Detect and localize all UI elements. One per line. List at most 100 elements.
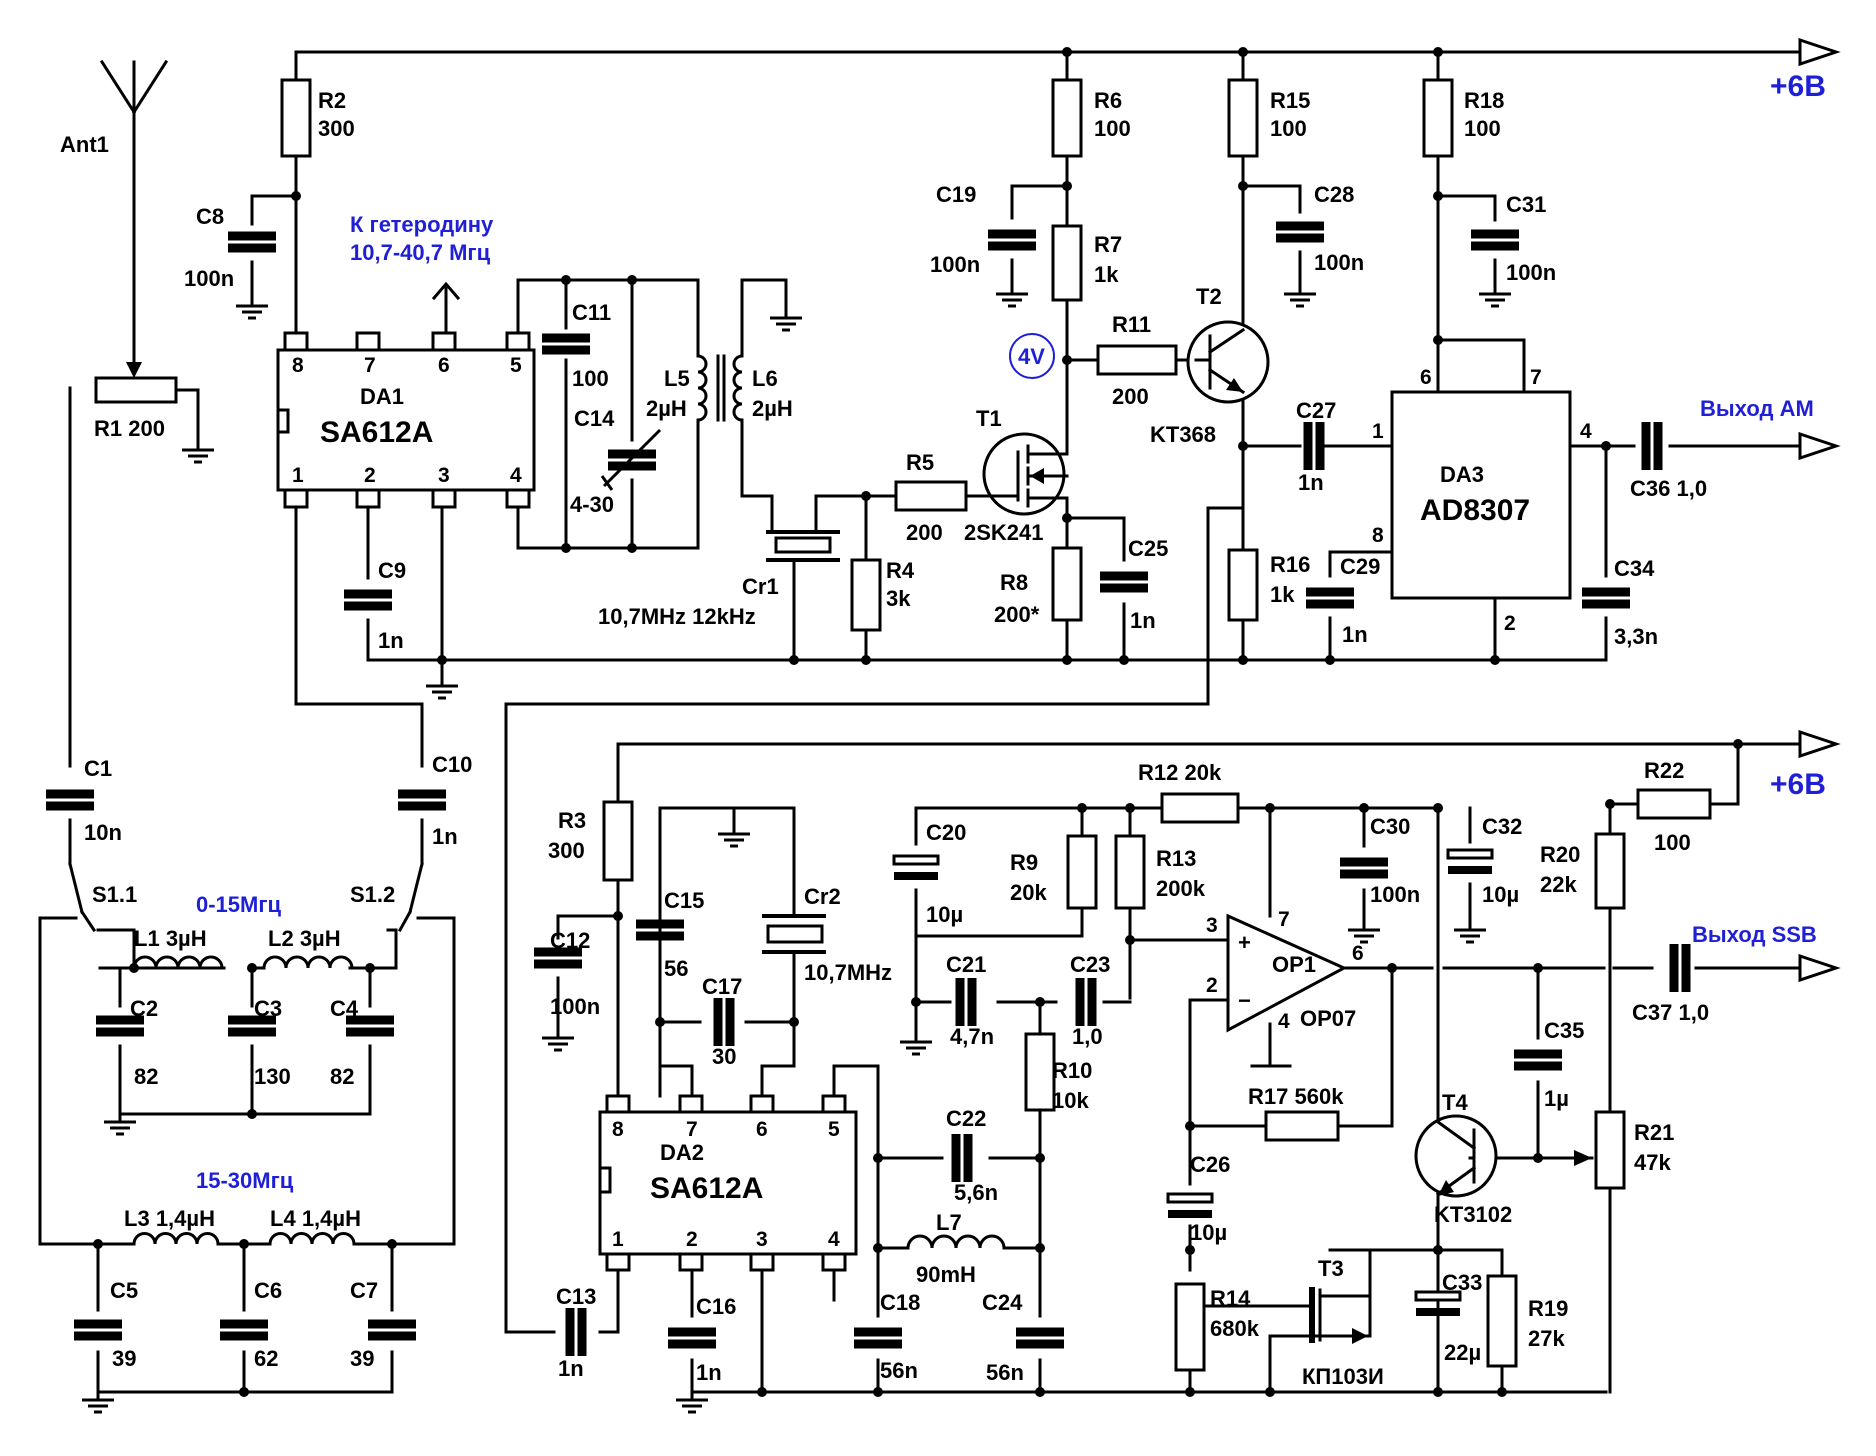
- r20-value: 22k: [1540, 872, 1577, 897]
- output-arrows: [431, 37, 1841, 983]
- c3-ref: C3: [254, 996, 282, 1021]
- c26-value: 10µ: [1190, 1220, 1227, 1245]
- l5-value: 2µH: [646, 396, 687, 421]
- t2-arrow: [1226, 378, 1243, 392]
- c5-value: 39: [112, 1346, 136, 1371]
- c1-value: 10n: [84, 820, 122, 845]
- c37-label: C37 1,0: [1632, 1000, 1709, 1025]
- c11-ref: C11: [572, 300, 611, 325]
- da2-pin: 5: [828, 1118, 840, 1141]
- c15-value: 56: [664, 956, 688, 981]
- t4-arrow: [1438, 1180, 1454, 1196]
- c13-value: 1n: [558, 1356, 584, 1381]
- c16-value: 1n: [696, 1360, 722, 1385]
- cr2-ref: Cr2: [804, 884, 841, 909]
- c17-ref: C17: [702, 974, 742, 999]
- r21-wiper: [1574, 1150, 1592, 1166]
- da1-pin: 8: [292, 354, 304, 377]
- da2-pin: 8: [612, 1118, 624, 1141]
- c11-value: 100: [572, 366, 609, 391]
- op1-pin: 2: [1206, 974, 1218, 997]
- da3-pin: 4: [1580, 420, 1592, 443]
- c36-label: C36 1,0: [1630, 476, 1707, 501]
- supply-label-bottom: +6В: [1770, 768, 1826, 801]
- c19-value: 100n: [930, 252, 980, 277]
- r22-ref: R22: [1644, 758, 1684, 783]
- cr2-value: 10,7MHz: [804, 960, 892, 985]
- heterodyne-note-line2: 10,7-40,7 Мгц: [350, 240, 491, 265]
- op1-name: OP07: [1300, 1006, 1356, 1031]
- c2-ref: C2: [130, 996, 158, 1021]
- c34-ref: C34: [1614, 556, 1655, 581]
- c17-value: 30: [712, 1044, 736, 1069]
- r19-value: 27k: [1528, 1326, 1565, 1351]
- heterodyne-note-line1: К гетеродину: [350, 212, 494, 237]
- da1-pin: 5: [510, 354, 522, 377]
- c14-ref: C14: [574, 406, 615, 431]
- cr1-value: 10,7MHz 12kHz: [598, 604, 756, 629]
- c3-value: 130: [254, 1064, 291, 1089]
- r15-ref: R15: [1270, 88, 1310, 113]
- l6-ref: L6: [752, 366, 778, 391]
- r8-value: 200*: [994, 602, 1040, 627]
- c32-ref: C32: [1482, 814, 1522, 839]
- output-ssb-label: Выход SSB: [1692, 922, 1817, 947]
- l1-label: L1 3µH: [134, 926, 207, 951]
- da3-pin: 7: [1530, 366, 1542, 389]
- da3-pin: 6: [1420, 366, 1432, 389]
- r9-value: 20k: [1010, 880, 1047, 905]
- supply-label-top: +6В: [1770, 70, 1826, 103]
- r6-ref: R6: [1094, 88, 1122, 113]
- da3-pin: 1: [1372, 420, 1384, 443]
- c32-value: 10µ: [1482, 882, 1519, 907]
- c7-value: 39: [350, 1346, 374, 1371]
- c10-value: 1n: [432, 824, 458, 849]
- da2-pin: 1: [612, 1228, 624, 1251]
- da3-pin: 8: [1372, 524, 1384, 547]
- da2-pin: 7: [686, 1118, 698, 1141]
- c8-value: 100n: [184, 266, 234, 291]
- c12-value: 100n: [550, 994, 600, 1019]
- switch-s1-2-label: S1.2: [350, 882, 395, 907]
- c27-ref: C27: [1296, 398, 1336, 423]
- c2-value: 82: [134, 1064, 158, 1089]
- switch-contacts: [56, 909, 438, 933]
- c23-value: 1,0: [1072, 1024, 1103, 1049]
- r20-ref: R20: [1540, 842, 1580, 867]
- c24-ref: C24: [982, 1290, 1023, 1315]
- op1-pin: 3: [1206, 914, 1218, 937]
- da1-pin: 6: [438, 354, 450, 377]
- c16-ref: C16: [696, 1294, 736, 1319]
- r15-value: 100: [1270, 116, 1307, 141]
- t3-ref: T3: [1318, 1256, 1344, 1281]
- c6-value: 62: [254, 1346, 278, 1371]
- c23-ref: C23: [1070, 952, 1110, 977]
- t2-ref: T2: [1196, 284, 1222, 309]
- r19-ref: R19: [1528, 1296, 1568, 1321]
- wires-top: [68, 50, 1802, 1334]
- r13-value: 200k: [1156, 876, 1206, 901]
- r22-value: 100: [1654, 830, 1691, 855]
- c9-value: 1n: [378, 628, 404, 653]
- r2-value: 300: [318, 116, 355, 141]
- c33-value: 22µ: [1444, 1340, 1481, 1365]
- da1-pin: 4: [510, 464, 522, 487]
- c9-ref: C9: [378, 558, 406, 583]
- c33-ref: C33: [1442, 1270, 1482, 1295]
- band-label-15-30: 15-30Мгц: [196, 1168, 294, 1193]
- r7-value: 1k: [1094, 262, 1119, 287]
- c4-value: 82: [330, 1064, 354, 1089]
- c35-value: 1µ: [1544, 1086, 1569, 1111]
- c31-value: 100n: [1506, 260, 1556, 285]
- da2-pin: 2: [686, 1228, 698, 1251]
- da1-name: SA612A: [320, 416, 433, 449]
- l3-label: L3 1,4µH: [124, 1206, 215, 1231]
- r13-ref: R13: [1156, 846, 1196, 871]
- da3-pin: 2: [1504, 612, 1516, 635]
- r9-ref: R9: [1010, 850, 1038, 875]
- op-amp-op1: [1226, 913, 1348, 1033]
- da2-pin: 4: [828, 1228, 840, 1251]
- antenna-label: Ant1: [60, 132, 109, 157]
- r10-ref: R10: [1052, 1058, 1092, 1083]
